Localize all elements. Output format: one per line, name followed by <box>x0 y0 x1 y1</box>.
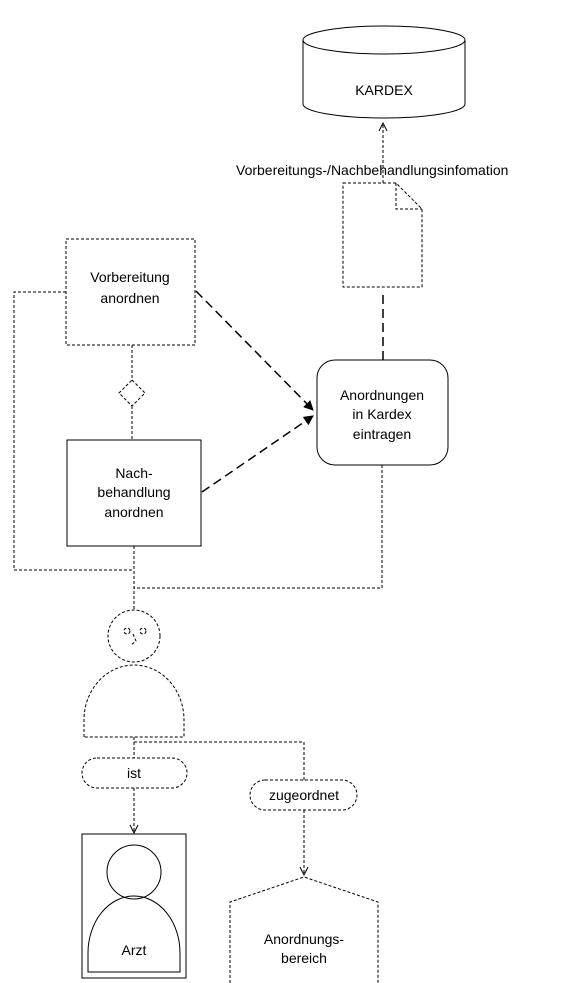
nachbehandlung-line2: behandlung <box>97 484 170 500</box>
role-arzt: Arzt <box>81 833 187 979</box>
eintragen-line1: Anordnungen <box>340 387 424 403</box>
activity-vorbereitung: Vorbereitung anordnen <box>65 238 196 346</box>
info-document <box>342 182 423 288</box>
flow-vorbereitung-to-eintragen <box>195 290 314 411</box>
kardex-database: KARDEX <box>302 25 466 119</box>
relation-zugeordnet: zugeordnet <box>249 779 358 811</box>
activity-nachbehandlung: Nach- behandlung anordnen <box>66 439 202 547</box>
document-label: Vorbereitungs-/Nachbehandlungsinfomation <box>236 162 508 178</box>
relation-ist-label: ist <box>127 765 141 781</box>
connector-person-zugeordnet <box>134 741 305 780</box>
relation-zugeordnet-label: zugeordnet <box>269 787 339 803</box>
flow-nachbehandlung-to-eintragen <box>201 415 314 493</box>
vorbereitung-line2: anordnen <box>100 290 159 306</box>
relation-ist: ist <box>81 757 188 789</box>
org-unit-anordnungsbereich: Anordnungs- bereich <box>229 876 379 983</box>
connector-vorbereitung-person <box>13 291 134 571</box>
vorbereitung-line1: Vorbereitung <box>90 269 169 285</box>
bereich-line2: bereich <box>281 950 327 966</box>
eintragen-line3: eintragen <box>353 426 411 442</box>
nachbehandlung-line3: anordnen <box>104 504 163 520</box>
eintragen-line2: in Kardex <box>352 406 411 422</box>
connector-eintragen-person <box>134 465 383 589</box>
person-icon <box>83 609 185 738</box>
nachbehandlung-line1: Nach- <box>115 465 153 481</box>
xor-diamond <box>118 379 146 407</box>
bereich-line1: Anordnungs- <box>264 931 345 947</box>
activity-kardex-eintragen: Anordnungen in Kardex eintragen <box>316 359 449 466</box>
arzt-label: Arzt <box>122 942 147 958</box>
kardex-label: KARDEX <box>355 82 413 98</box>
